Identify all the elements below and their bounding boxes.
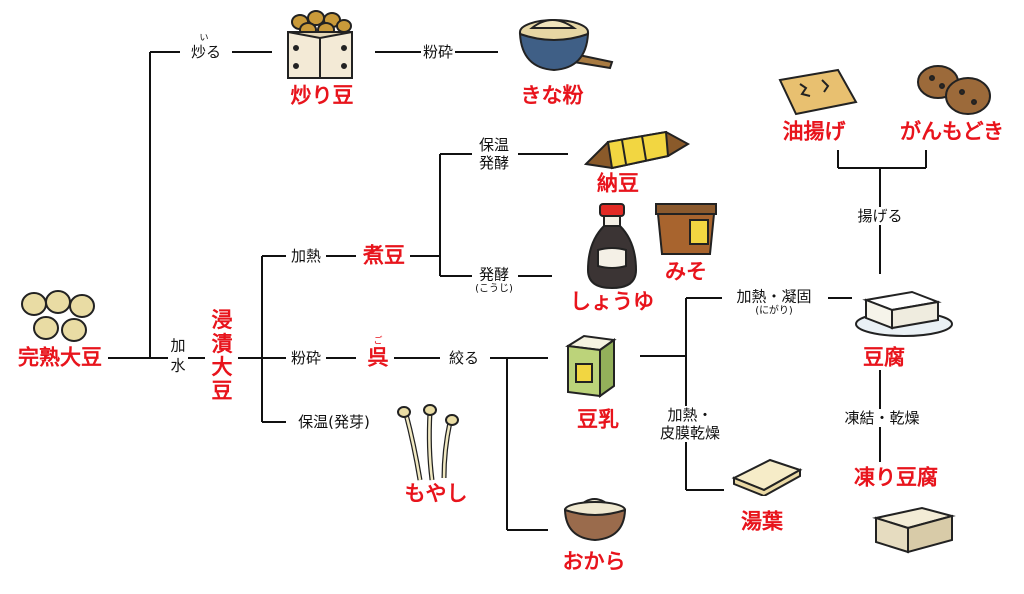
ruby-iru: い [199, 33, 209, 44]
process-kanetsu-gyouko: 加熱・凝固 (にがり) [734, 287, 814, 317]
process-ageru: 揚げる [855, 207, 905, 225]
line-1: 加熱・ [667, 406, 713, 424]
process-kanetsu-hifuku: 加熱・ 皮膜乾燥 [657, 406, 723, 442]
label-natto: 納豆 [597, 171, 639, 196]
process-kasui: 加 水 [168, 336, 188, 376]
aburaage-icon [778, 68, 858, 116]
label-go: 呉 [367, 345, 389, 370]
char-2: 漬 [211, 331, 233, 356]
note: (こうじ) [475, 283, 513, 295]
label-nimame: 煮豆 [363, 243, 405, 268]
line-2: 発酵 [478, 154, 510, 172]
line-1: 保温 [478, 136, 510, 154]
soy-sauce-bottle-icon [586, 203, 638, 290]
tofu-plate-icon [855, 290, 953, 337]
process-funsai-2: 粉砕 [288, 349, 324, 367]
tonyu-carton-icon [565, 334, 617, 398]
label-aburaage: 油揚げ [782, 119, 846, 144]
main: 発酵 [478, 265, 509, 284]
moyashi-sprouts-icon [397, 404, 459, 481]
process-shiboru: 絞る [446, 349, 482, 367]
kinako-bowl-icon [518, 19, 614, 72]
yuba-icon [731, 458, 803, 496]
label-yuba: 湯葉 [741, 509, 783, 534]
process-funsai-1: 粉砕 [420, 43, 456, 61]
label-okara: おから [562, 549, 626, 574]
okara-bowl-icon [563, 498, 627, 542]
process-hakkou: 発酵 (こうじ) [473, 265, 515, 295]
label-koori-tofu: 凍り豆腐 [854, 465, 938, 490]
label-miso: みそ [665, 259, 707, 284]
label-tonyu: 豆乳 [577, 407, 619, 432]
label-kinako: きな粉 [520, 83, 584, 108]
natto-icon [583, 130, 691, 170]
label-ganmodoki: がんもどき [900, 119, 1004, 144]
process-iru: 炒る [188, 43, 224, 61]
note: (にがり) [755, 305, 793, 317]
process-kanetsu: 加熱 [288, 247, 324, 265]
soybeans-icon [21, 290, 95, 342]
label-shoyu: しょうゆ [570, 289, 654, 314]
line-2: 皮膜乾燥 [659, 424, 721, 442]
char-1: 浸 [211, 307, 233, 332]
process-touketsu-kansou: 凍結・乾燥 [842, 409, 922, 427]
miso-container-icon [655, 203, 717, 255]
label-shinseki-daizu: 浸 漬 大 豆 [209, 307, 235, 403]
label-kanjuku-daizu: 完熟大豆 [18, 345, 102, 370]
char-1: 加 [170, 336, 186, 355]
char-2: 水 [170, 356, 186, 374]
main: 加熱・凝固 [736, 287, 812, 306]
char-3: 大 [211, 355, 233, 379]
char-4: 豆 [211, 378, 233, 403]
process-hoon-hatsuga: 保温(発芽) [296, 413, 372, 431]
koori-tofu-icon [872, 506, 956, 554]
process-hoon-hakkou: 保温 発酵 [476, 136, 512, 172]
label-tofu: 豆腐 [863, 345, 905, 370]
ganmodoki-icon [917, 65, 991, 115]
ruby-go: ご [373, 336, 383, 347]
label-moyashi: もやし [404, 481, 468, 506]
label-iri-mame: 炒り豆 [290, 83, 354, 108]
masu-beans-icon [287, 10, 353, 79]
